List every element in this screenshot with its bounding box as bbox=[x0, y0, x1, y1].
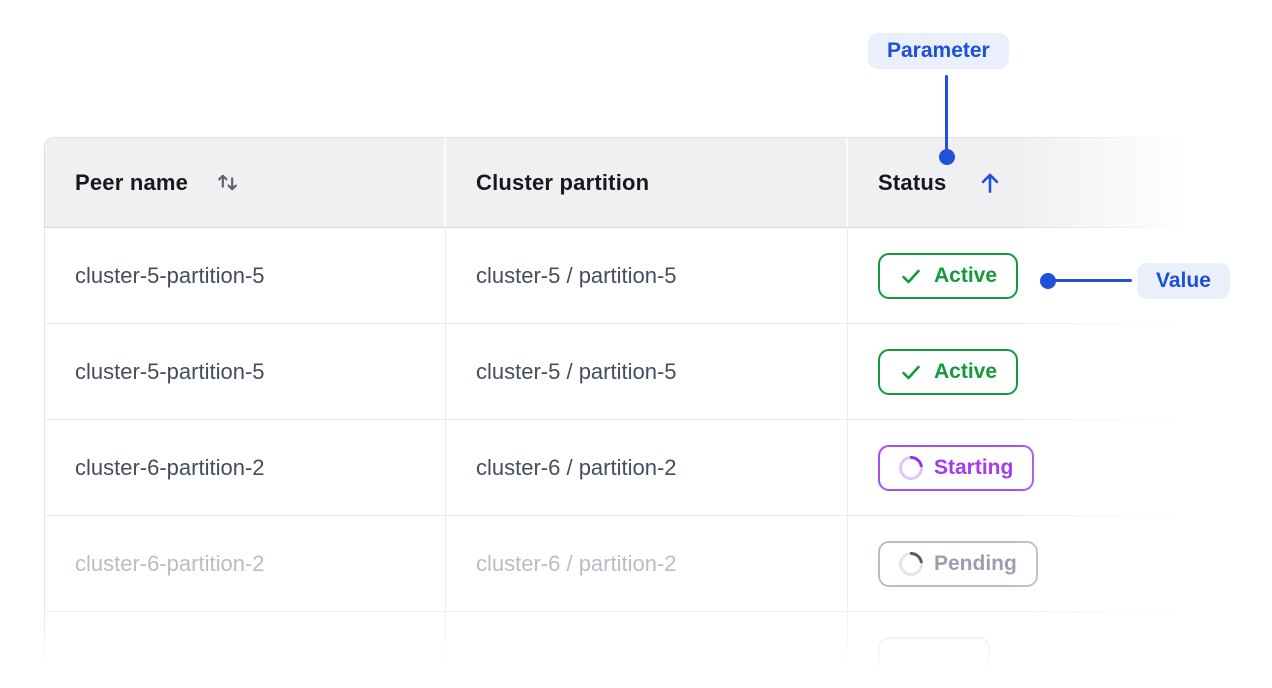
cell-cluster-partition: cluster-6 / partition-2 bbox=[446, 516, 848, 611]
cell-status: Active bbox=[848, 324, 1229, 419]
column-label-cluster-partition: Cluster partition bbox=[476, 169, 650, 195]
cell-cluster-partition: cluster-5 / partition-5 bbox=[446, 324, 848, 419]
status-label: Active bbox=[934, 359, 998, 383]
status-badge: Starting bbox=[878, 444, 1035, 491]
cell-status bbox=[848, 612, 1229, 688]
spinner-icon bbox=[894, 450, 928, 485]
status-badge bbox=[878, 636, 990, 683]
cell-peer-name: cluster-6-partition-2 bbox=[45, 516, 446, 611]
cell-peer-name: cluster-5-partition-5 bbox=[45, 228, 446, 323]
spinner-icon bbox=[894, 546, 928, 581]
value-connector-dot bbox=[1040, 273, 1056, 289]
status-badge: Active bbox=[878, 252, 1019, 299]
cell-peer-name: cluster-6-partition-2 bbox=[45, 420, 446, 515]
cell-cluster-partition bbox=[446, 612, 848, 688]
parameter-connector-dot bbox=[939, 149, 955, 165]
column-label-peer-name: Peer name bbox=[75, 169, 189, 195]
column-header-status[interactable]: Status bbox=[848, 138, 1229, 227]
sort-both-icon[interactable] bbox=[214, 169, 241, 196]
status-label: Starting bbox=[934, 455, 1014, 479]
value-callout: Value bbox=[1137, 263, 1230, 299]
column-header-cluster-partition[interactable]: Cluster partition bbox=[446, 138, 848, 227]
parameter-callout: Parameter bbox=[868, 33, 1009, 69]
cell-peer-name bbox=[45, 612, 446, 688]
parameter-connector-line bbox=[945, 75, 948, 157]
check-icon bbox=[899, 360, 923, 384]
cell-peer-name: cluster-5-partition-5 bbox=[45, 324, 446, 419]
column-header-peer-name[interactable]: Peer name bbox=[45, 138, 446, 227]
table-header: Peer name Cluster partition Status bbox=[45, 138, 1229, 228]
parameter-callout-label: Parameter bbox=[887, 39, 990, 62]
cell-cluster-partition: cluster-5 / partition-5 bbox=[446, 228, 848, 323]
cell-cluster-partition: cluster-6 / partition-2 bbox=[446, 420, 848, 515]
status-badge: Active bbox=[878, 348, 1019, 395]
status-label: Active bbox=[934, 263, 998, 287]
status-label: Pending bbox=[934, 551, 1017, 575]
column-label-status: Status bbox=[878, 169, 947, 195]
status-badge: Pending bbox=[878, 540, 1038, 587]
value-callout-label: Value bbox=[1156, 269, 1211, 292]
table-row[interactable] bbox=[45, 612, 1229, 688]
cell-status: Starting bbox=[848, 420, 1229, 515]
value-connector-line bbox=[1048, 279, 1132, 282]
cell-status: Pending bbox=[848, 516, 1229, 611]
peers-table: Peer name Cluster partition Status bbox=[44, 137, 1229, 688]
check-icon bbox=[899, 264, 923, 288]
sort-ascending-icon[interactable] bbox=[976, 169, 1004, 197]
